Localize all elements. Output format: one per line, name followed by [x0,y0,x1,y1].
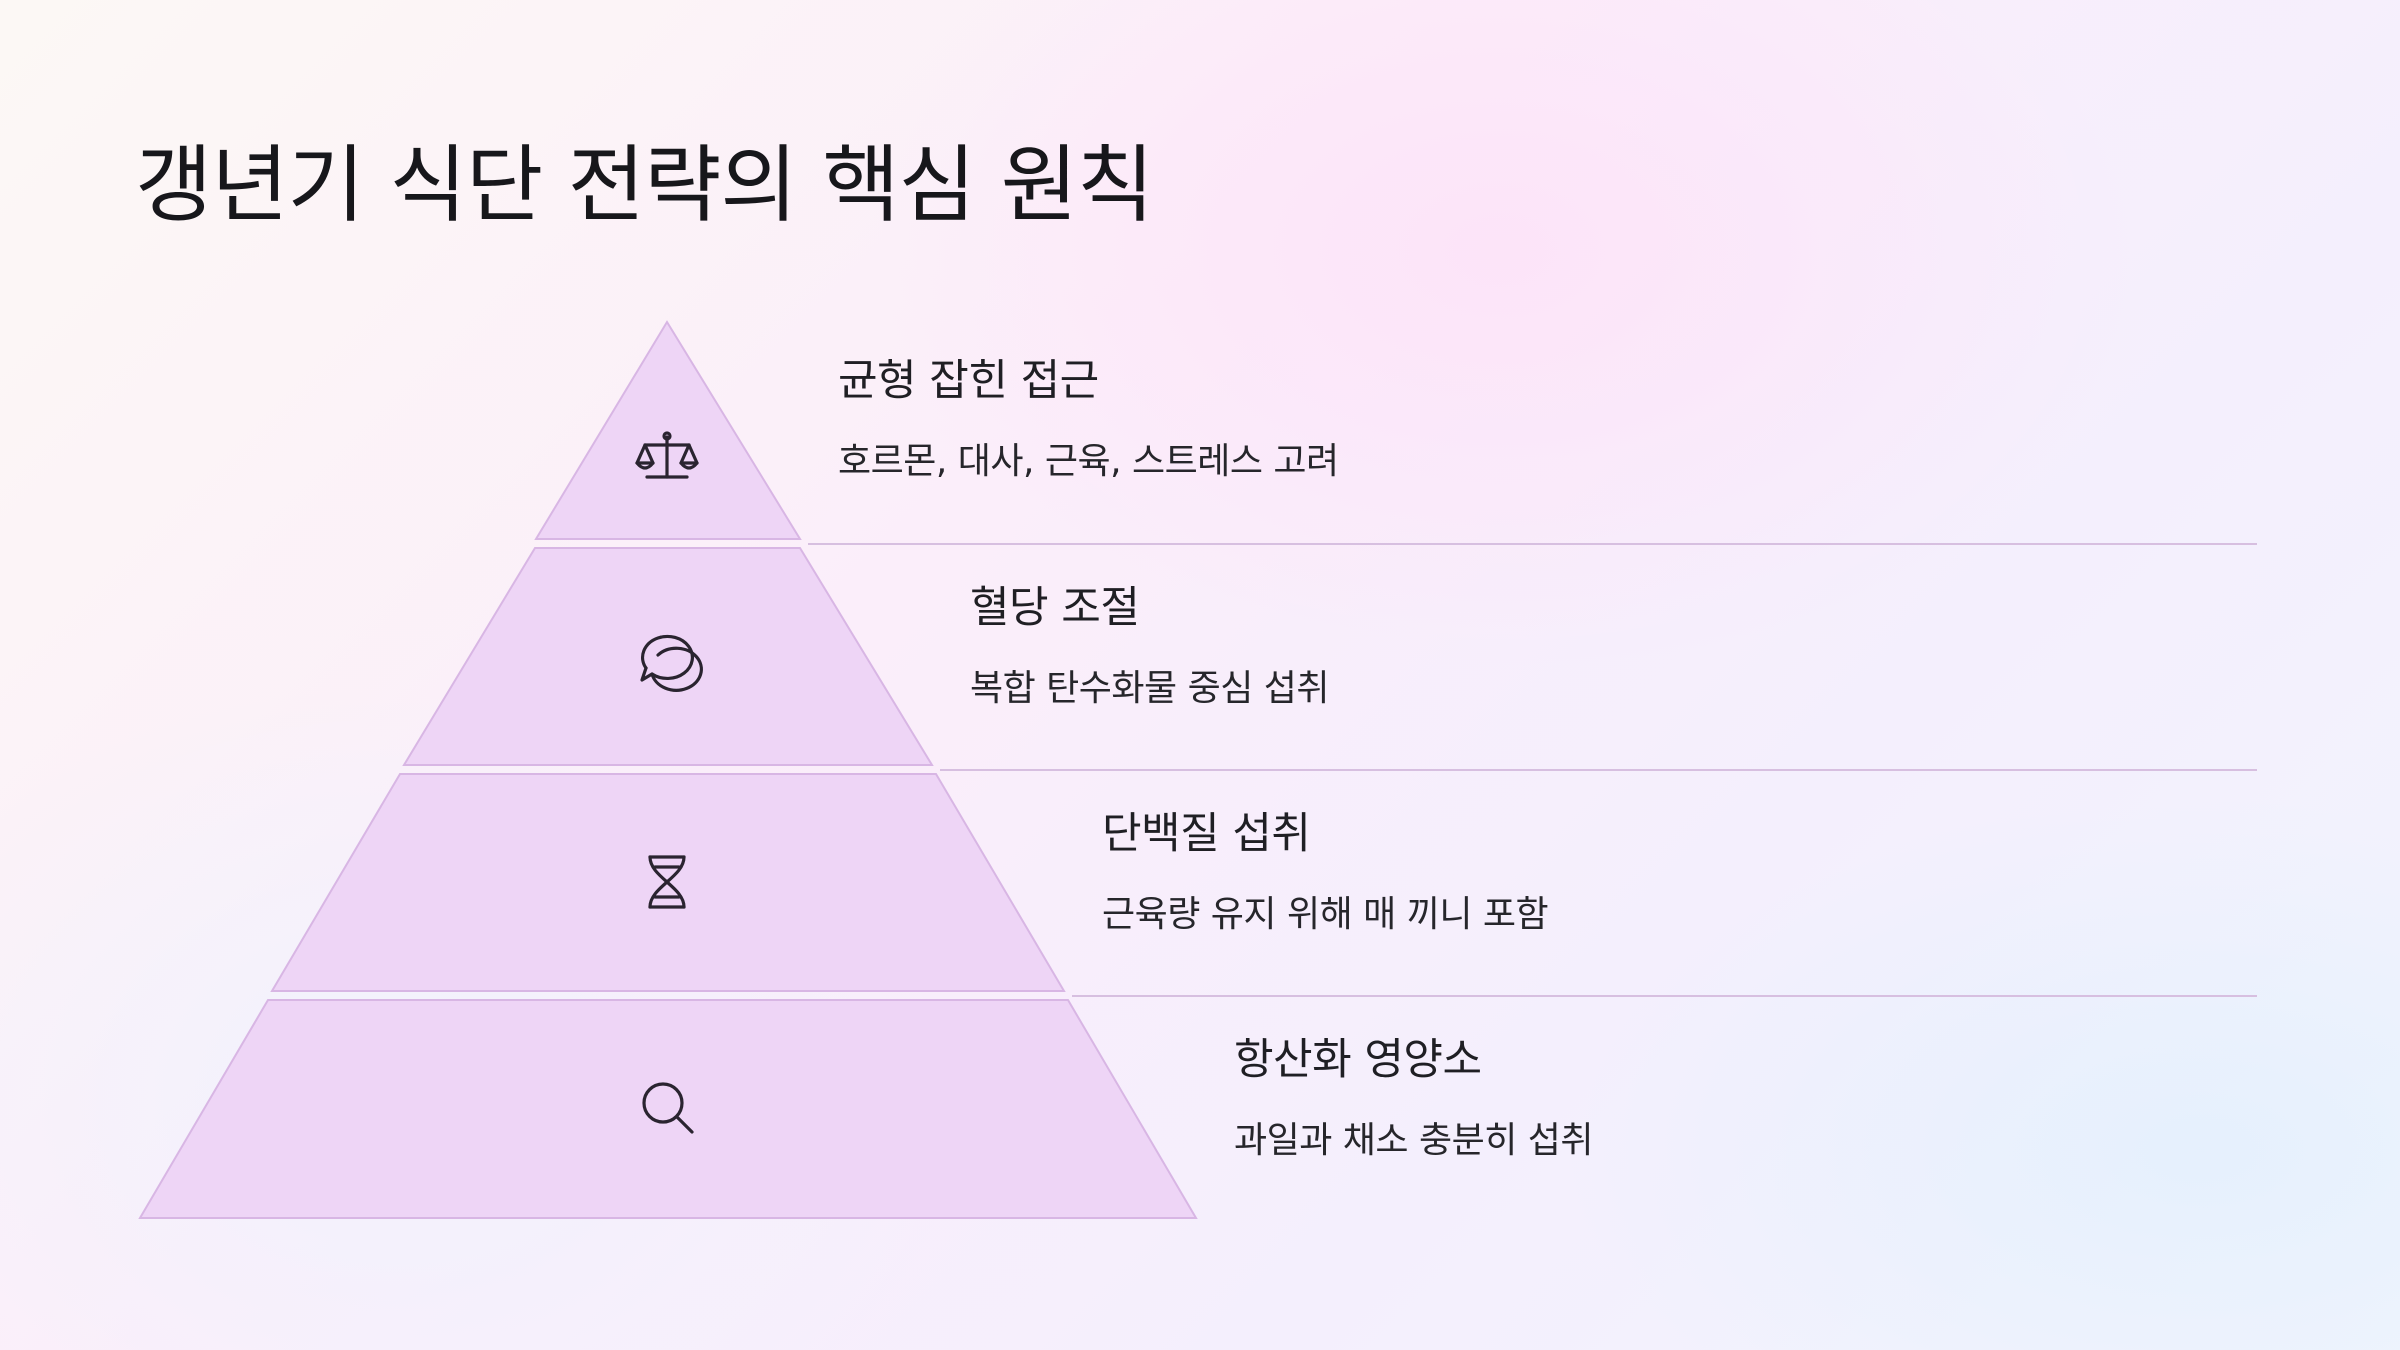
search-icon [642,1082,694,1134]
tier-1-text: 균형 잡힌 접근 호르몬, 대사, 근육, 스트레스 고려 [838,360,1339,480]
tier-3-description: 근육량 유지 위해 매 끼니 포함 [1102,894,1549,935]
speech-bubble-icon [640,634,703,692]
pyramid-tier-2 [402,547,934,766]
tier-4-text: 항산화 영양소 과일과 채소 충분히 섭취 [1234,1035,1594,1161]
tier-2-heading: 혈당 조절 [970,583,1140,633]
tier-3-text: 단백질 섭취 근육량 유지 위해 매 끼니 포함 [1102,809,1549,935]
pyramid-tier-1 [534,320,802,540]
tier-1-heading: 균형 잡힌 접근 [838,356,1099,406]
tier-2-description: 복합 탄수화물 중심 섭취 [970,668,1330,709]
tier-1-description: 호르몬, 대사, 근육, 스트레스 고려 [838,441,1339,482]
tier-4-description: 과일과 채소 충분히 섭취 [1234,1120,1594,1161]
tier-2-text: 혈당 조절 복합 탄수화물 중심 섭취 [970,583,1330,709]
pyramid-tier-4 [138,999,1198,1219]
dna-icon [648,855,686,909]
tier-4-heading: 항산화 영양소 [1234,1035,1482,1085]
balance-scale-icon [635,431,699,479]
page-title: 갱년기 식단 전략의 핵심 원칙 [135,136,1154,234]
tier-3-heading: 단백질 섭취 [1102,809,1311,859]
